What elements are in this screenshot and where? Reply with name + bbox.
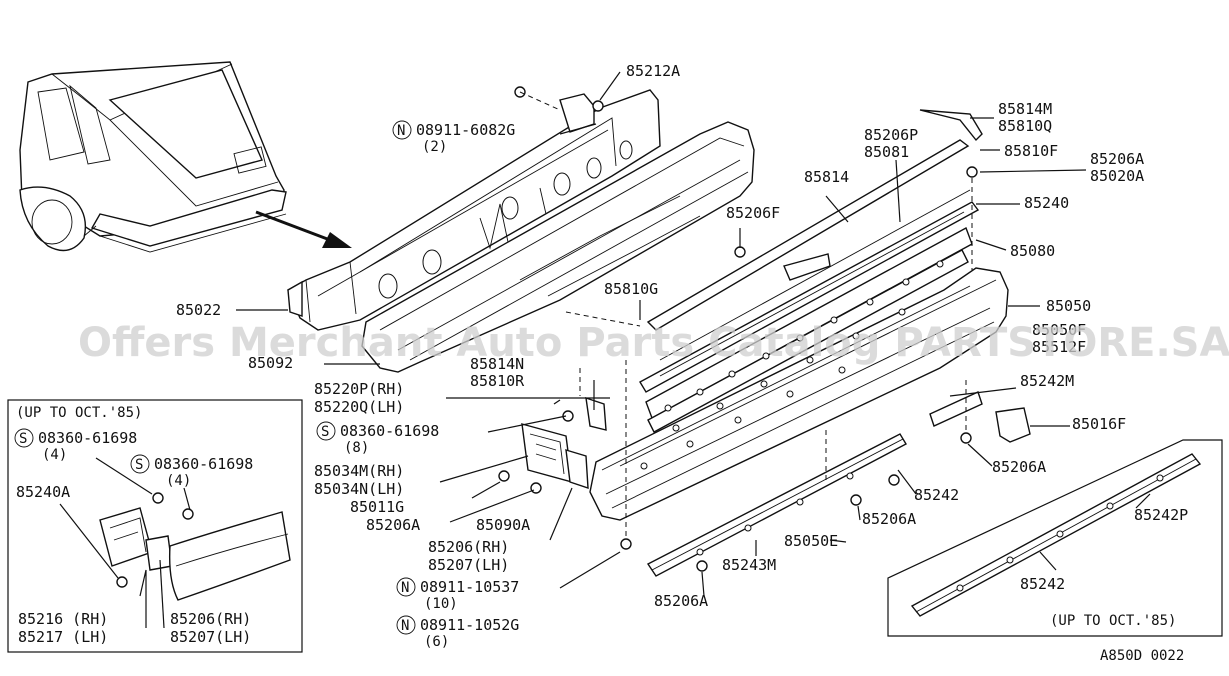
n-symbol-2-letter: N — [401, 580, 409, 596]
inset-label-08360-a: 08360-61698 — [38, 429, 137, 447]
label-85206RH: 85206(RH) — [428, 538, 509, 556]
label-qty-10: (10) — [424, 596, 458, 612]
label-85050F: 85050F — [1032, 321, 1086, 339]
label-85016F: 85016F — [1072, 415, 1126, 433]
assembly-lines — [519, 91, 973, 540]
reinforcement-85022 — [287, 89, 661, 331]
label-08911-10537: 08911-10537 — [420, 578, 519, 596]
label-85243M: 85243M — [722, 556, 776, 574]
inset-label-08360-b: 08360-61698 — [154, 455, 253, 473]
label-08911-1052G: 08911-1052G — [420, 616, 519, 634]
s-symbol-main — [316, 421, 336, 441]
label-85814N: 85814N — [470, 355, 524, 373]
drawing-code: A850D 0022 — [1100, 648, 1184, 664]
s-symbol-inset-b-letter: S — [135, 457, 143, 473]
n-symbol-1-letter: N — [397, 123, 405, 139]
label-85034M: 85034M(RH) — [314, 462, 404, 480]
label-85090A: 85090A — [476, 516, 530, 534]
inset-right-title: (UP TO OCT.'85) — [1050, 613, 1176, 629]
label-85207LH: 85207(LH) — [428, 556, 509, 574]
label-qty-6: (6) — [424, 634, 449, 650]
label-85080: 85080 — [1010, 242, 1055, 260]
label-08911-6082G: 08911-6082G — [416, 121, 515, 139]
label-85020A: 85020A — [1090, 167, 1144, 185]
label-85242: 85242 — [914, 486, 959, 504]
label-85810G: 85810G — [604, 280, 658, 298]
inset-left-title: (UP TO OCT.'85) — [16, 405, 142, 421]
inset-label-85216: 85216 (RH) — [18, 610, 108, 628]
inset-label-qty-4a: (4) — [42, 447, 67, 463]
label-85242-inset: 85242 — [1020, 575, 1065, 593]
label-85220Q: 85220Q(LH) — [314, 398, 404, 416]
s-symbol-inset-b — [130, 454, 150, 474]
label-85206A-left: 85206A — [366, 516, 420, 534]
label-85814: 85814 — [804, 168, 849, 186]
label-85206A-top: 85206A — [1090, 150, 1144, 168]
s-symbol-main-letter: S — [321, 424, 329, 440]
label-85081: 85081 — [864, 143, 909, 161]
label-85810F: 85810F — [1004, 142, 1058, 160]
label-85814M: 85814M — [998, 100, 1052, 118]
label-85092: 85092 — [248, 354, 293, 372]
s-symbol-inset-a — [14, 428, 34, 448]
label-85206A-mid: 85206A — [862, 510, 916, 528]
inset-label-85206: 85206(RH) — [170, 610, 251, 628]
n-symbol-2 — [396, 577, 416, 597]
label-85206P: 85206P — [864, 126, 918, 144]
inset-label-85240A: 85240A — [16, 483, 70, 501]
lower-brackets — [646, 391, 1031, 577]
label-85212A: 85212A — [626, 62, 680, 80]
label-85206A-right: 85206A — [992, 458, 1046, 476]
n-symbol-3 — [396, 615, 416, 635]
label-85050E: 85050E — [784, 532, 838, 550]
bumper-fascia — [361, 121, 755, 373]
leader-lines — [236, 71, 1087, 597]
pointer-arrow — [255, 210, 352, 248]
strip-holes — [640, 260, 944, 470]
n-symbol-1 — [392, 120, 412, 140]
vehicle-illustration — [19, 61, 287, 253]
label-85050: 85050 — [1046, 297, 1091, 315]
label-85206A-bottom: 85206A — [654, 592, 708, 610]
label-08360-61698: 08360-61698 — [340, 422, 439, 440]
inset-label-qty-4b: (4) — [166, 473, 191, 489]
label-85011G: 85011G — [350, 498, 404, 516]
label-85206F: 85206F — [726, 204, 780, 222]
inset-label-85217: 85217 (LH) — [18, 628, 108, 646]
label-85022: 85022 — [176, 301, 221, 319]
watermark: Offers Merchant Auto Parts Catalog PARTS… — [78, 320, 1229, 366]
part-labels: 85212A N 08911-6082G (2) 85814M 85810Q 8… — [14, 62, 1188, 664]
label-85220P: 85220P(RH) — [314, 380, 404, 398]
fasteners — [498, 86, 978, 572]
label-85512F: 85512F — [1032, 338, 1086, 356]
inset-label-85207: 85207(LH) — [170, 628, 251, 646]
label-85810Q: 85810Q — [998, 117, 1052, 135]
label-85242M: 85242M — [1020, 372, 1074, 390]
label-85242P: 85242P — [1134, 506, 1188, 524]
trim-strips — [639, 109, 983, 433]
n-symbol-3-letter: N — [401, 618, 409, 634]
label-85034N: 85034N(LH) — [314, 480, 404, 498]
label-qty-2: (2) — [422, 139, 447, 155]
label-qty-8: (8) — [344, 440, 369, 456]
label-85240: 85240 — [1024, 194, 1069, 212]
inset-left — [7, 399, 303, 653]
bumper-face-85050 — [589, 267, 1009, 521]
inset-right — [887, 439, 1223, 637]
side-bracket-85034 — [521, 396, 607, 489]
label-85810R: 85810R — [470, 372, 525, 390]
s-symbol-inset-a-letter: S — [19, 431, 27, 447]
